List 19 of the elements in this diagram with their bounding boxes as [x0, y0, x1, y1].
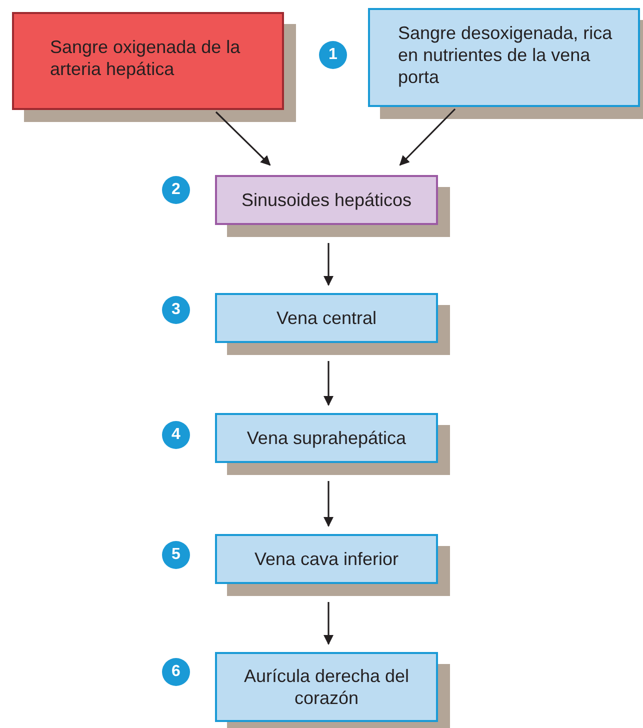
step-number: 3	[162, 296, 190, 324]
box-text: Vena central	[276, 307, 377, 329]
box-text: Aurícula derecha del corazón	[242, 665, 410, 709]
step-number: 5	[162, 541, 190, 569]
box-text: Sangre oxigenada de la arteria hepática	[50, 36, 242, 80]
step-number: 4	[162, 421, 190, 449]
arrow	[324, 602, 334, 645]
box-text: Sangre desoxigenada, rica en nutrientes de la vena porta	[398, 22, 614, 88]
arrow	[399, 108, 456, 166]
box-text: Sinusoides hepáticos	[241, 189, 412, 211]
box-text: Vena suprahepática	[246, 427, 406, 449]
arrow	[324, 481, 334, 527]
arrow	[324, 361, 334, 406]
step-number: 1	[319, 41, 347, 69]
box-text: Vena cava inferior	[254, 548, 399, 570]
arrow	[215, 111, 271, 166]
step-number: 2	[162, 176, 190, 204]
step-number: 6	[162, 658, 190, 686]
arrow	[324, 243, 334, 286]
